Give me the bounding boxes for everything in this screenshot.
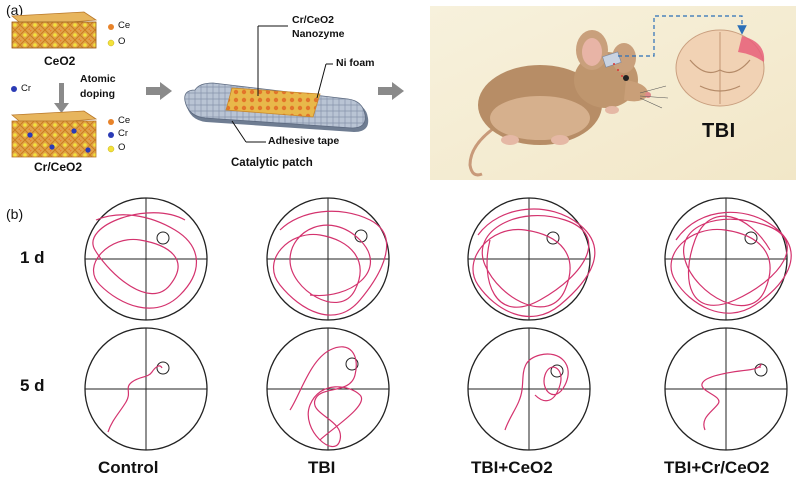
crceo2-lattice bbox=[10, 110, 98, 158]
nanozyme-label-line2: Nanozyme bbox=[292, 28, 345, 40]
legend-o-dot bbox=[107, 39, 115, 47]
nanozyme-label-line1: Cr/CeO2 bbox=[292, 14, 335, 26]
legend-o-label: O bbox=[118, 36, 126, 47]
legend2-o-label: O bbox=[118, 142, 126, 153]
ceo2-title: CeO2 bbox=[44, 54, 76, 68]
brain-section-icon bbox=[675, 29, 765, 107]
legend-ce-dot bbox=[108, 24, 114, 30]
group-label-tbi-crceo2: TBI+Cr/CeO2 bbox=[664, 458, 770, 477]
legend-cr-label: Cr bbox=[21, 83, 32, 94]
track-5d-tbi-ceo2 bbox=[467, 327, 591, 451]
group-label-control: Control bbox=[98, 458, 159, 477]
process-arrow-1 bbox=[146, 82, 172, 100]
track-1d-control bbox=[84, 197, 208, 321]
catalytic-patch-caption: Catalytic patch bbox=[231, 157, 313, 169]
row-label-1d: 1 d bbox=[20, 248, 45, 267]
ni-foam-label: Ni foam bbox=[336, 57, 375, 69]
ceo2-lattice bbox=[10, 11, 98, 49]
adhesive-tape-label: Adhesive tape bbox=[268, 135, 340, 147]
doping-label-line1: Atomic bbox=[80, 73, 116, 85]
legend2-o-dot bbox=[107, 145, 115, 153]
track-1d-tbi-crceo2 bbox=[664, 197, 792, 321]
group-label-tbi: TBI bbox=[308, 458, 336, 477]
track-1d-tbi bbox=[266, 197, 390, 321]
legend2-ce-dot bbox=[108, 119, 114, 125]
open-field-panels bbox=[84, 197, 792, 451]
row-label-5d: 5 d bbox=[20, 376, 45, 395]
track-5d-tbi bbox=[266, 327, 390, 451]
legend2-cr-dot bbox=[108, 132, 114, 138]
panel-a-label: (a) bbox=[6, 2, 24, 18]
tbi-label: TBI bbox=[702, 120, 736, 142]
track-1d-tbi-ceo2 bbox=[467, 197, 596, 321]
process-arrow-2 bbox=[378, 82, 404, 100]
doping-label-line2: doping bbox=[80, 88, 115, 100]
track-5d-tbi-crceo2 bbox=[664, 327, 788, 451]
legend2-ce-label: Ce bbox=[118, 115, 131, 126]
mouse-illustration bbox=[468, 30, 669, 177]
panel-b-label: (b) bbox=[6, 206, 24, 222]
legend-cr-dot bbox=[11, 86, 17, 92]
track-5d-control bbox=[84, 327, 208, 451]
catalytic-patch bbox=[184, 25, 369, 143]
legend2-cr-label: Cr bbox=[118, 128, 129, 139]
doping-arrow bbox=[54, 83, 69, 113]
crceo2-title: Cr/CeO2 bbox=[34, 160, 83, 174]
dashed-connector bbox=[618, 15, 747, 57]
legend-ce-label: Ce bbox=[118, 20, 131, 31]
group-label-tbi-ceo2: TBI+CeO2 bbox=[471, 458, 553, 477]
